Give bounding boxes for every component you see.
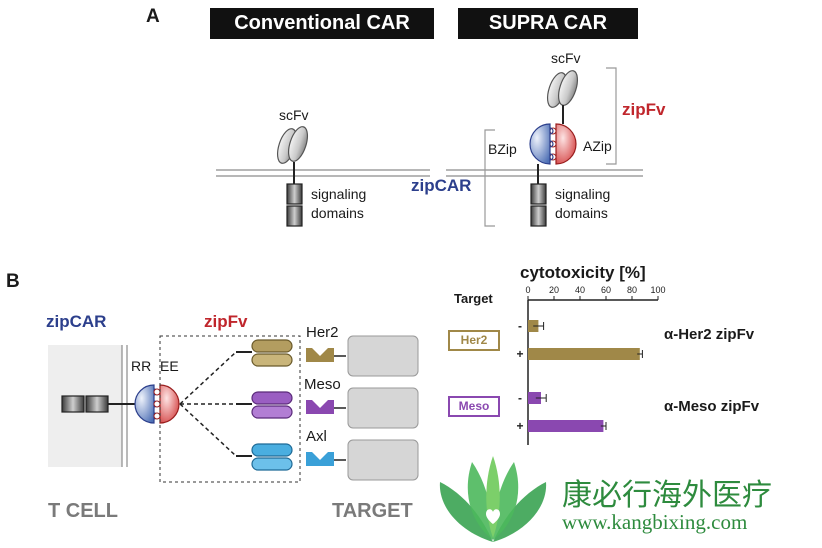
target-label: TARGET <box>332 500 413 522</box>
her2-label: Her2 <box>306 324 339 341</box>
bar-sign-label: + <box>516 347 523 361</box>
axl-scfv <box>251 443 293 471</box>
azip-domain <box>549 123 577 165</box>
t-cell-label: T CELL <box>48 500 118 522</box>
axl-antigen <box>306 452 346 466</box>
x-tick-label: 100 <box>650 285 665 295</box>
conventional-scfv <box>276 126 309 164</box>
target-cell-her2 <box>347 335 419 377</box>
bar-sign-label: + <box>516 419 523 433</box>
bar <box>528 420 604 432</box>
zipfv-label-b: zipFv <box>204 312 248 331</box>
her2-scfv <box>251 339 293 367</box>
zipfv-label-a: zipFv <box>622 100 666 119</box>
zipfv-fan-lines <box>179 351 237 457</box>
bzip-domain <box>529 123 554 165</box>
supra-scfv <box>546 70 579 108</box>
chart-title: cytotoxicity [%] <box>520 263 646 282</box>
x-tick-label: 60 <box>601 285 611 295</box>
group-label-her2: α-Her2 zipFv <box>664 326 755 343</box>
panel-a-letter: A <box>146 6 160 27</box>
x-tick-label: 40 <box>575 285 585 295</box>
target-cell-meso <box>347 387 419 429</box>
x-tick-label: 20 <box>549 285 559 295</box>
rr-domain <box>134 384 158 424</box>
bar-sign-label: - <box>518 319 522 333</box>
supra-signaling-domains <box>530 183 547 227</box>
conventional-signaling-label: signaling domains <box>311 186 367 221</box>
membrane-conventional <box>216 169 430 177</box>
chart-row-header: Target <box>454 291 493 306</box>
supra-car-title: SUPRA CAR <box>458 8 638 39</box>
x-tick-label: 80 <box>627 285 637 295</box>
x-tick-label: 0 <box>525 285 530 295</box>
panel-b-letter: B <box>6 271 20 292</box>
membrane-supra <box>446 169 643 177</box>
zipcar-label-a: zipCAR <box>411 176 472 195</box>
target-box-her2: Her2 <box>448 330 500 351</box>
bar-sign-label: - <box>518 391 522 405</box>
axl-label: Axl <box>306 428 327 445</box>
rr-label: RR <box>131 358 152 374</box>
zipfv-bracket <box>606 67 617 165</box>
bzip-label: BZip <box>488 141 517 157</box>
panel-a-diagram <box>216 67 643 227</box>
meso-label: Meso <box>304 376 341 393</box>
azip-label: AZip <box>583 138 612 154</box>
zipcar-signaling-domains <box>61 395 109 413</box>
t-cell-region <box>48 345 122 467</box>
watermark-logo <box>439 456 547 542</box>
supra-scfv-label: scFv <box>551 50 581 66</box>
meso-antigen <box>306 400 346 414</box>
bar <box>528 392 541 404</box>
supra-signaling-label: signaling domains <box>555 186 611 221</box>
conventional-car-title: Conventional CAR <box>210 8 434 39</box>
panel-b-diagram <box>48 335 419 483</box>
watermark-chinese: 康必行海外医疗 <box>562 478 772 513</box>
conventional-scfv-label: scFv <box>279 107 309 123</box>
ee-domain <box>153 384 180 424</box>
group-label-meso: α-Meso zipFv <box>664 398 760 415</box>
bar <box>528 348 640 360</box>
zipcar-bracket <box>484 129 495 227</box>
ee-label: EE <box>160 358 179 374</box>
target-cell-axl <box>347 439 419 481</box>
watermark-url: www.kangbixing.com <box>562 510 748 534</box>
zipfv-dashed-box <box>159 335 301 483</box>
cytotoxicity-chart: 0 20 40 60 80 100 - + - + <box>516 285 666 445</box>
conventional-signaling-domains <box>286 183 303 227</box>
target-box-meso: Meso <box>448 396 500 417</box>
meso-scfv <box>251 391 293 419</box>
her2-antigen <box>306 348 346 362</box>
zipcar-label-b: zipCAR <box>46 312 107 331</box>
